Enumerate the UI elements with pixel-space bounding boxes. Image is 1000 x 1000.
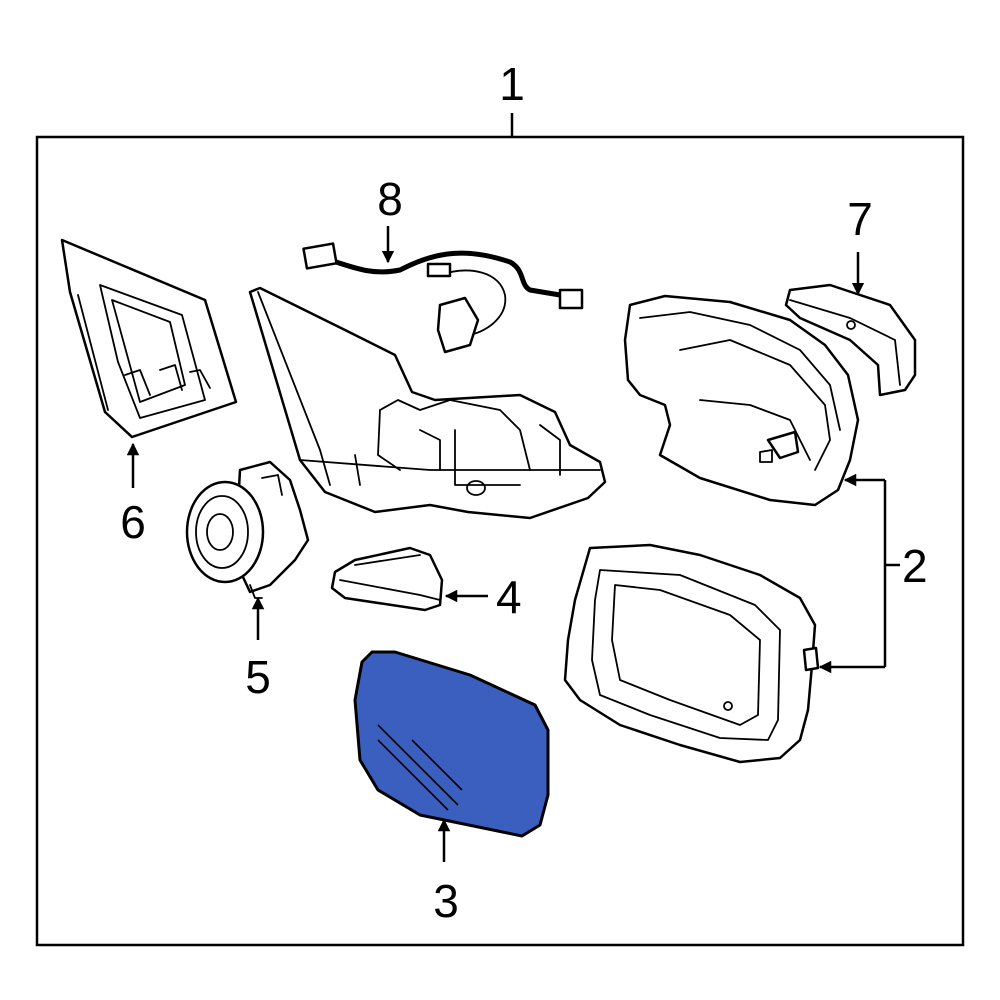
part-8-wiring-harness [302,242,584,354]
part-2-mirror-bezel [563,543,820,764]
callout-4: 4 [496,571,522,623]
part-2-mirror-cover [623,294,860,507]
leader-line-2 [818,473,900,674]
assembly-frame [35,135,965,947]
mirror-base-housing [248,286,607,520]
part-4-cover-plate [330,546,444,612]
callout-8: 8 [377,173,403,225]
callout-1: 1 [499,58,525,110]
part-6-mount-bracket [60,238,238,439]
callout-3: 3 [433,875,459,927]
part-7-cover-clip [784,283,917,397]
callout-7: 7 [847,193,873,245]
part-5-actuator-motor [185,460,310,599]
callout-2: 2 [902,540,928,592]
callout-5: 5 [245,651,271,703]
callout-6: 6 [120,496,146,548]
part-3-mirror-glass [353,650,550,838]
